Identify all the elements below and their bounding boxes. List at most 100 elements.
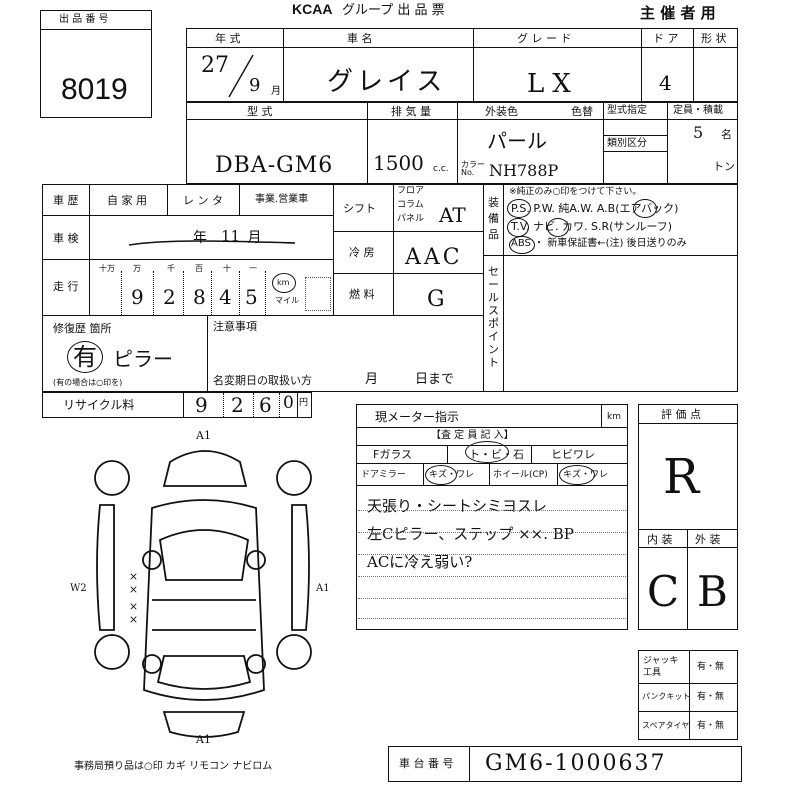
car-top-view	[162, 450, 248, 487]
recycle-unit: 円	[299, 398, 309, 408]
mileage-digit-1k: 2	[163, 285, 176, 309]
sales-point-label: セールスポイント	[488, 265, 499, 369]
mileage-unit-10: 十	[223, 264, 231, 273]
lot-number-box: 出 品 番 号 8019	[40, 10, 152, 118]
exterior-color-label: 外装色	[485, 105, 518, 118]
jack-choice[interactable]: 有・無	[697, 662, 725, 672]
wheel-scratch-circle	[559, 465, 595, 485]
recycle-digit-3: 6	[259, 393, 272, 417]
vehicle-row-1: 年 式 車 名 グ レ ー ド ド ア 形 状 27 9 月 グレイス LX 4	[186, 28, 738, 102]
chassis-label: 車 台 番 号	[399, 757, 454, 770]
wheel-front-right	[276, 460, 312, 496]
history-private[interactable]: 自 家 用	[107, 194, 147, 207]
chassis-number-box: 車 台 番 号 GM6-1000637	[388, 746, 742, 782]
mileage-digit-10k: 9	[131, 285, 144, 309]
equipment-side-label: 装備品	[488, 196, 499, 241]
grade-value: LX	[527, 69, 579, 99]
shift-column[interactable]: コラム	[397, 200, 424, 210]
capacity-label: 定員・積載	[673, 105, 723, 116]
repair-label: 修復歴 箇所	[53, 322, 112, 335]
shift-value: AT	[439, 203, 466, 227]
car-name-label: 車 名	[347, 32, 373, 45]
displacement-label: 排 気 量	[391, 105, 431, 118]
brand-logo: KCAA	[292, 1, 333, 17]
tv-circle	[507, 218, 529, 237]
color-no-label: カラーNo.	[461, 160, 485, 177]
mark-right: A1	[316, 583, 330, 594]
chip-circle	[465, 441, 509, 463]
equipment-line-2: T.V. ナビ. カワ. S.R(サンルーフ)	[511, 220, 673, 233]
puncture-kit-choice[interactable]: 有・無	[697, 692, 725, 702]
mileage-unit-mile: マイル	[275, 296, 299, 305]
recycle-label: リサイクル料	[63, 398, 135, 412]
km-circle	[272, 273, 296, 293]
car-rear-view	[162, 711, 246, 738]
shift-label: シフト	[343, 202, 376, 215]
mileage-unit-10k: 万	[133, 264, 141, 273]
year-slash	[228, 54, 254, 98]
inspector-box: 現メーター指示 km 【査 定 員 記 入】 Fガラス ト・ビ・石 ヒビワレ ド…	[356, 404, 628, 630]
inspector-note-3: ACに冷え弱い?	[367, 553, 473, 571]
rating-label: 評 価 点	[661, 408, 701, 421]
abs-circle	[509, 236, 535, 254]
chassis-value: GM6-1000637	[485, 751, 667, 776]
repair-note: ピラー	[113, 347, 173, 371]
shift-floor[interactable]: フロア	[397, 186, 425, 196]
mirror-label: ドアミラー	[361, 470, 406, 480]
recycle-digit-2: 2	[231, 393, 244, 417]
displacement-unit: c.c.	[433, 164, 449, 174]
spare-tire-label: スペアタイヤ	[642, 721, 690, 730]
inspector-title: 【査 定 員 記 入】	[431, 430, 514, 441]
windshield-label: Fガラス	[373, 448, 413, 461]
repair-sub-label: (有の場合は○印を)	[53, 378, 123, 387]
tools-box: ジャッキ工具 有・無 パンクキット 有・無 スペアタイヤ 有・無	[638, 650, 738, 740]
ps-circle	[507, 199, 531, 218]
inspection-label: 車 検	[53, 232, 79, 245]
month-value: 9	[249, 75, 261, 96]
year-value: 27	[201, 53, 229, 78]
wheel-label: ホイール(CP)	[493, 470, 548, 480]
equipment-note: ※純正のみ○印をつけて下さい。	[509, 187, 642, 197]
inspection-strike	[128, 240, 296, 246]
rating-box: 評 価 点 R 内 装 外 装 C B	[638, 404, 738, 630]
car-body-outline	[143, 499, 265, 701]
shape-label: 形 状	[701, 32, 727, 45]
mileage-digit-1: 5	[245, 285, 258, 309]
car-left-side	[96, 504, 115, 631]
inspector-note-2: 左Cピラー、ステップ ××. BP	[367, 525, 574, 543]
history-rental[interactable]: レ ン タ	[183, 194, 223, 207]
name-change-label: 名変期日の取扱い方	[213, 374, 312, 387]
mileage-unit-100k: 十万	[99, 264, 115, 273]
exterior-label: 外 装	[695, 533, 721, 546]
meter-unit: km	[607, 412, 621, 422]
spare-tire-choice[interactable]: 有・無	[697, 721, 725, 731]
model-value: DBA-GM6	[215, 153, 334, 178]
category-label: 類別区分	[607, 138, 647, 149]
aircon-label: 冷 房	[349, 246, 375, 259]
mileage-unit-100: 百	[195, 264, 203, 273]
wheel-front-left	[94, 460, 130, 496]
mark-cross-2: ××	[127, 600, 140, 626]
mileage-check-box	[305, 277, 331, 311]
history-business[interactable]: 事業.営業車	[255, 194, 309, 205]
shift-panel[interactable]: パネル	[397, 214, 425, 224]
equipment-line-3: ABS ・ 新車保証書←(注) 後日送りのみ	[511, 238, 687, 249]
inspector-note-1: 天張り・シートシミヨスレ	[367, 497, 548, 515]
recycle-digit-1: 9	[195, 393, 208, 417]
car-name-value: グレイス	[327, 67, 447, 97]
car-windshield	[159, 529, 249, 581]
car-damage-diagram	[94, 450, 312, 738]
office-note: 事務局預り品は○印 カギ リモコン ナビロム	[74, 761, 273, 772]
mileage-label: 走 行	[53, 280, 79, 293]
vehicle-detail-block: 車 歴 自 家 用 レ ン タ 事業.営業車 車 検 年 月 11 走 行 十万…	[42, 184, 738, 392]
month-unit: 月	[271, 86, 281, 97]
color-value: パール	[487, 129, 547, 153]
name-change-month: 月	[365, 372, 379, 387]
lot-number-value: 8019	[61, 73, 128, 106]
door-label: ド ア	[653, 32, 679, 45]
model-label: 型 式	[247, 105, 273, 118]
name-change-day: 日まで	[415, 372, 455, 387]
inspection-month-value: 11	[221, 227, 241, 245]
color-change-label: 色替	[571, 105, 593, 118]
capacity-value: 5	[693, 123, 704, 142]
